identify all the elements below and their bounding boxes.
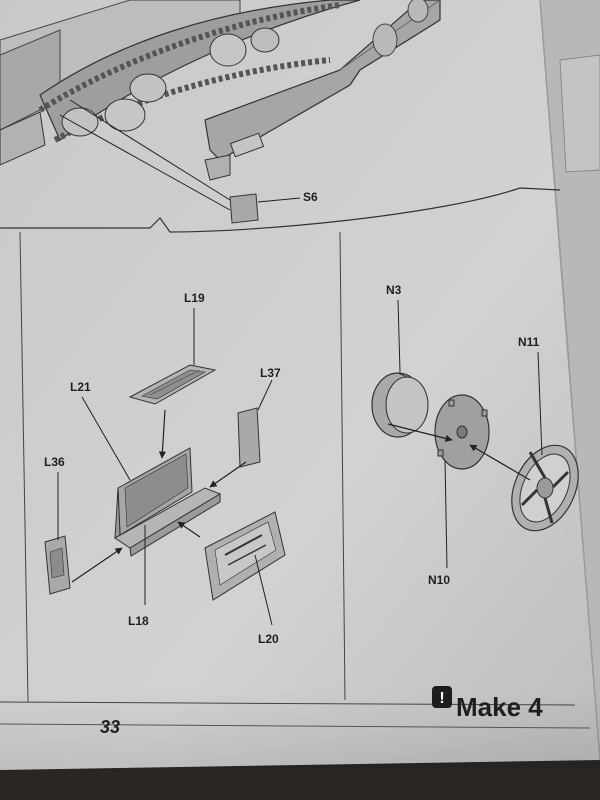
arrow-l37	[209, 461, 247, 488]
panel-border-left	[19, 231, 29, 703]
arrow-n3-n10	[387, 423, 453, 442]
part-n11	[511, 351, 579, 532]
arrow-l19	[158, 409, 166, 459]
part-l37	[237, 379, 273, 468]
arrow-l36	[71, 547, 123, 583]
part-l21-l18-assembly	[81, 396, 222, 605]
instruction-page	[0, 0, 600, 770]
arrow-n11-n10	[469, 444, 531, 481]
section-title: Make 4	[456, 692, 543, 722]
label-l21: L21	[70, 380, 91, 394]
tank-hull-illustration	[0, 0, 441, 211]
part-n3	[371, 299, 429, 438]
part-s6	[229, 193, 301, 224]
part-l19	[128, 308, 217, 405]
adjacent-page-panel	[559, 54, 600, 173]
label-l20: L20	[258, 632, 279, 646]
label-s6: S6	[303, 190, 318, 204]
label-n11: N11	[518, 335, 540, 349]
panel-border-bottom	[0, 701, 576, 706]
svg-text:!: !	[439, 690, 444, 707]
page-bottom-rule	[0, 723, 591, 729]
label-l18: L18	[128, 614, 149, 628]
exclamation-icon	[432, 686, 452, 708]
label-l36: L36	[44, 455, 65, 469]
label-n3: N3	[386, 283, 402, 297]
section-divider	[0, 187, 561, 233]
label-l37: L37	[260, 366, 281, 380]
part-l20	[204, 511, 286, 626]
page-number: 33	[100, 717, 120, 737]
label-l19: L19	[184, 291, 205, 305]
part-l36	[44, 472, 71, 595]
make-badge: !	[432, 686, 452, 708]
panel-border-middle	[339, 231, 346, 701]
arrow-l20	[177, 521, 201, 538]
adjacent-page-edge	[540, 0, 600, 760]
label-n10: N10	[428, 573, 450, 587]
